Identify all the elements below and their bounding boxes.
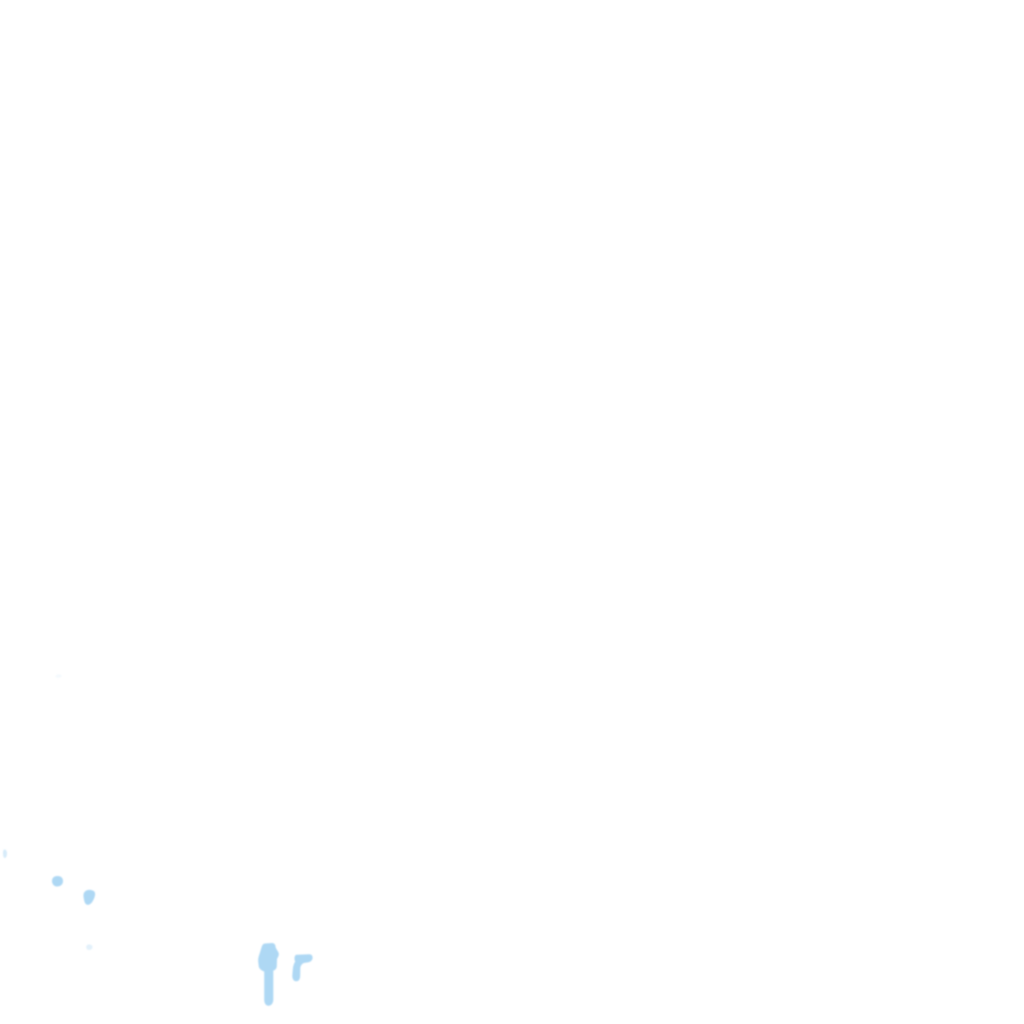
water-body-seven-shaped-pond	[292, 954, 313, 982]
water-body-tapering-pond	[83, 889, 96, 905]
water-body-round-pond	[52, 876, 63, 887]
water-body-large-lake	[258, 943, 279, 1006]
water-body-faint-smudge	[55, 674, 62, 678]
water-body-faint-dot	[86, 944, 93, 950]
water-body-edge-speck	[3, 849, 7, 858]
